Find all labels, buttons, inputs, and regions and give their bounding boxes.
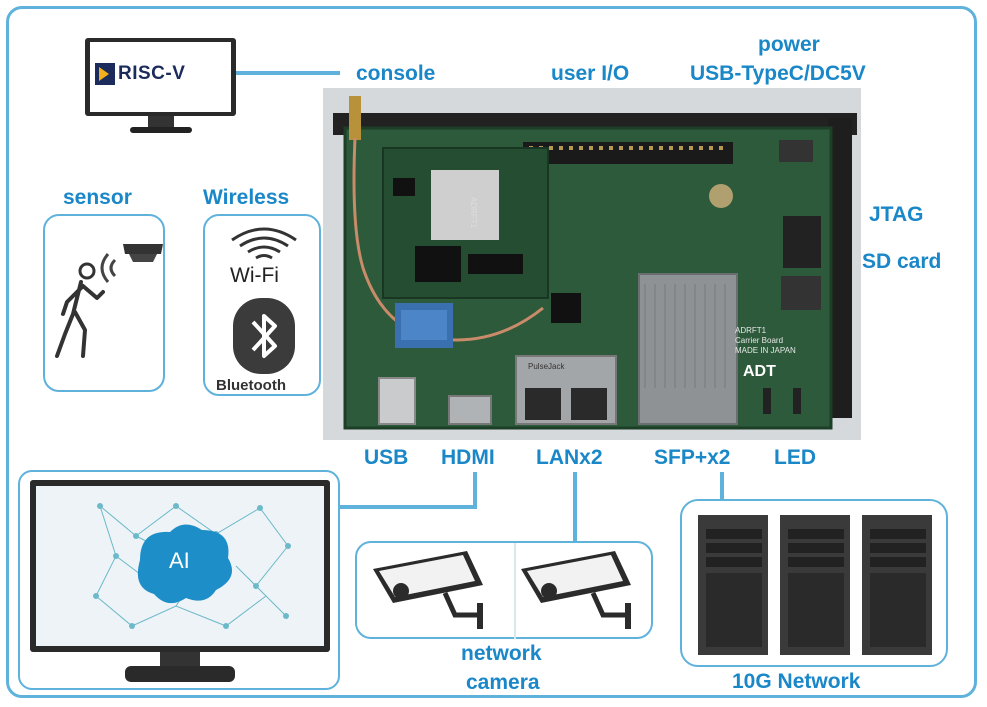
usb-label: USB [364, 446, 409, 469]
carrier-board: ADRFT1 Carrier Board MADE IN JAPAN ADT A… [323, 88, 861, 440]
ai-label: AI [169, 548, 190, 573]
sensor-box [43, 214, 165, 392]
riscv-logo-mark [95, 63, 115, 85]
motion-sensor-icon [55, 244, 163, 358]
board-image [333, 96, 857, 430]
network-camera-box [355, 541, 653, 639]
hdmi-label: HDMI [441, 446, 495, 469]
lan-connector [573, 472, 577, 542]
board-silkscreen-title: ADRFT1 Carrier Board MADE IN JAPAN [735, 326, 796, 355]
sfp-connector [720, 472, 724, 499]
power-label-line2: USB-TypeC/DC5V [690, 62, 866, 85]
ai-monitor-box: AI [18, 470, 340, 690]
ai-brain-icon [93, 503, 291, 629]
wireless-box: Wi-Fi Bluetooth [203, 214, 321, 396]
wifi-logo-text: Wi-Fi [230, 264, 279, 287]
sfp-label: SFP+x2 [654, 446, 731, 469]
wireless-label: Wireless [203, 186, 290, 209]
board-logo: ADT [743, 363, 776, 380]
console-label: console [356, 62, 436, 85]
console-connector [236, 71, 340, 75]
server-box [680, 499, 948, 667]
server-tower-icon [698, 515, 932, 655]
wifi-icon [231, 227, 297, 260]
hdmi-connector-h [340, 505, 477, 509]
network-camera-label-line1: network [461, 642, 542, 665]
hdmi-connector-v [473, 472, 477, 508]
power-label-line1: power [758, 33, 820, 56]
user-io-label: user I/O [551, 62, 630, 85]
cctv-camera-icon [373, 551, 483, 629]
bluetooth-icon [233, 298, 295, 374]
sensor-label: sensor [63, 186, 132, 209]
bluetooth-label: Bluetooth [216, 377, 286, 394]
10g-network-label: 10G Network [732, 670, 861, 693]
lan-label: LANx2 [536, 446, 603, 469]
sd-card-label: SD card [862, 250, 942, 273]
lan-jack-brand: PulseJack [528, 362, 565, 371]
jtag-label: JTAG [869, 203, 924, 226]
riscv-monitor: RISC-V [85, 38, 236, 138]
board-brand: ADRFT1 [469, 196, 479, 229]
led-label: LED [774, 446, 816, 469]
cctv-camera-icon [521, 551, 631, 629]
diagram-frame [6, 6, 977, 698]
ai-screen: AI [36, 486, 324, 646]
riscv-logo-text: RISC-V [118, 63, 186, 84]
network-camera-label-line2: camera [466, 671, 540, 694]
